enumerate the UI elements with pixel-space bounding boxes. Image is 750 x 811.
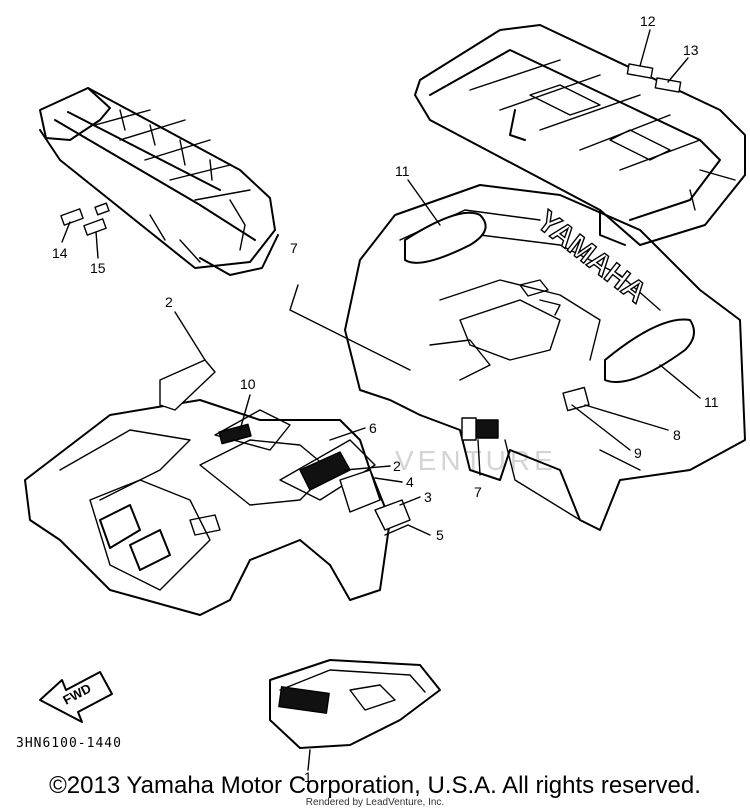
callout-label: 12 [640,13,656,29]
leader-lines [61,29,701,771]
front-carrier-rack [39,87,279,276]
rear-carrier-rack [414,24,746,246]
callout-label: 4 [406,474,414,490]
callout-label: 13 [683,42,699,58]
callout-label: 9 [634,445,642,461]
copyright-notice: ©2013 Yamaha Motor Corporation, U.S.A. A… [49,772,701,799]
callout-label: 2 [165,294,173,310]
callout-label: 1 [304,769,312,785]
fwd-arrow: FWD [39,671,113,723]
callout-label: 6 [369,420,377,436]
callout-label: 15 [90,260,106,276]
rear-fender: YAMAHA [344,184,746,531]
small-panel [269,659,441,749]
callout-label: 5 [436,527,444,543]
callout-label: 8 [673,427,681,443]
callout-label: 7 [290,240,298,256]
callout-label: 3 [424,489,432,505]
rendered-by-credit: Rendered by LeadVenture, Inc. [305,797,445,808]
yamaha-logo: YAMAHA [531,205,653,310]
callout-label: 10 [240,376,256,392]
part-code: 3HN6100-1440 [16,736,122,751]
front-fender [24,359,411,616]
callout-label: 11 [704,394,719,410]
callout-label: 11 [395,163,410,179]
callout-label: 2 [393,458,401,474]
fwd-arrow-label: FWD [60,681,93,708]
callout-label: 14 [52,245,68,261]
callout-numbers: 1 2 2 3 4 5 6 7 7 8 9 10 11 11 12 13 14 … [52,13,719,785]
callout-label: 7 [474,484,482,500]
